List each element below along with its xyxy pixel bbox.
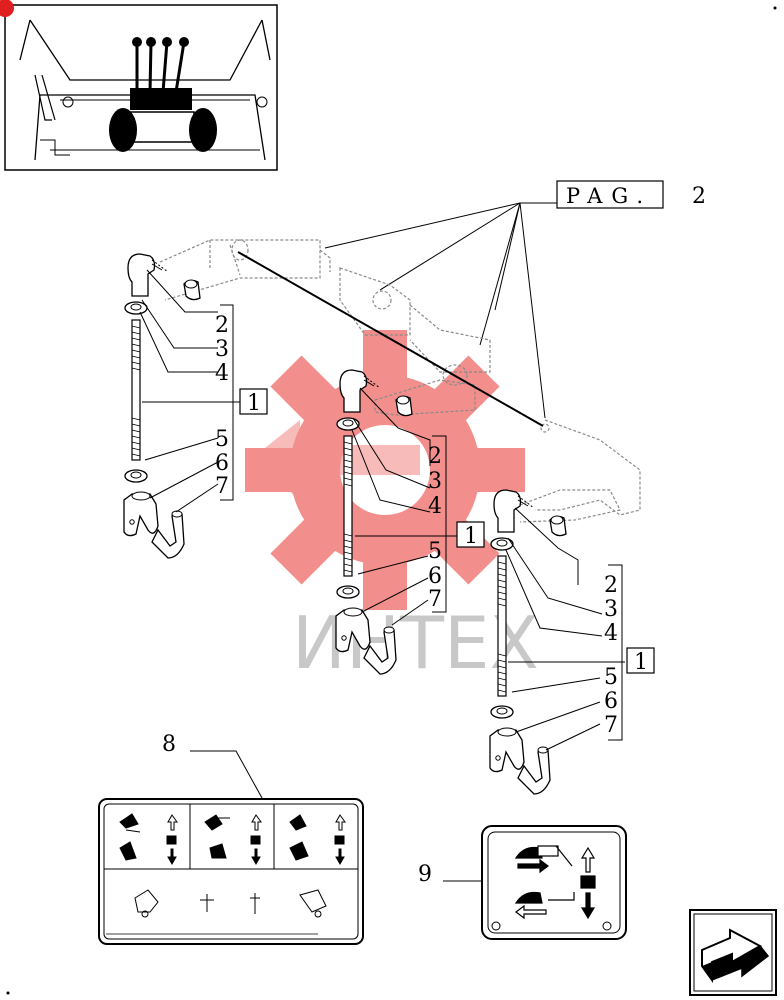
lever-shaft-assembly: [159, 239, 641, 523]
decal-callout-9: 9: [418, 862, 432, 887]
part-callout: 4: [428, 494, 442, 519]
part-callout: 2: [428, 444, 442, 469]
part-callout: 5: [604, 665, 618, 690]
group-callout: 1: [634, 650, 648, 675]
part-callout: 2: [215, 313, 229, 338]
part-callout: 5: [428, 539, 442, 564]
group-callout: 1: [464, 524, 478, 549]
part-callout: 5: [215, 427, 229, 452]
part-callout: 3: [428, 469, 442, 494]
group-callout: 1: [247, 391, 261, 416]
page-badge-icon: [0, 0, 14, 17]
part-callout: 7: [428, 587, 442, 612]
page-reference: PAG. 2: [324, 180, 706, 419]
tractor-cab-thumbnail: [0, 0, 278, 171]
part-callout: 4: [215, 361, 229, 386]
part-callout: 7: [215, 474, 229, 499]
control-decal-small: 9: [418, 825, 627, 940]
part-callout: 2: [604, 573, 618, 598]
control-decal-large: 8: [98, 732, 364, 945]
part-callout: 7: [604, 713, 618, 738]
page-ref-number: 2: [692, 184, 706, 209]
part-callout: 4: [604, 621, 618, 646]
page-ref-label: PAG.: [566, 184, 652, 208]
next-page-arrow-icon[interactable]: [689, 909, 777, 996]
part-callout: 6: [215, 451, 229, 476]
part-callout: 6: [428, 564, 442, 589]
part-callout: 3: [604, 597, 618, 622]
part-callout: 6: [604, 689, 618, 714]
rod-assembly-left: 1 2 3 4 5 6 7: [123, 253, 268, 559]
control-levers: [132, 37, 189, 93]
rod-assembly-right: 1 2 3 4 5 6 7: [489, 489, 655, 795]
decal-callout-8: 8: [162, 732, 176, 757]
part-callout: 3: [215, 337, 229, 362]
watermark-gear-icon: [245, 330, 525, 610]
rod-assembly-middle: 1 2 3 4 5 6 7: [335, 369, 485, 675]
